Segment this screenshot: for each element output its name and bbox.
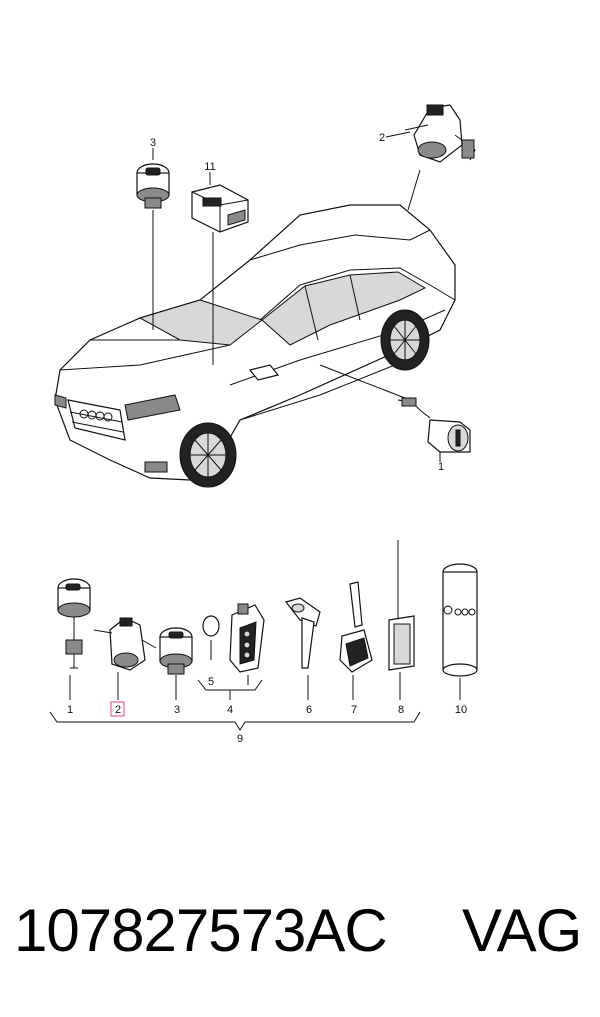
bottom-parts-row bbox=[49, 540, 478, 731]
callout-bottom-7: 7 bbox=[351, 704, 357, 716]
top-callouts: 3 11 2 1 bbox=[150, 132, 444, 473]
callout-bottom-6: 6 bbox=[306, 704, 312, 716]
callout-top-2: 2 bbox=[379, 132, 385, 144]
callout-bottom-2: 2 bbox=[115, 704, 121, 716]
top-part-1-door-lock bbox=[397, 397, 471, 453]
group-bracket-9 bbox=[49, 711, 421, 731]
callout-bottom-5: 5 bbox=[208, 676, 214, 688]
callout-bottom-10: 10 bbox=[455, 704, 467, 716]
bottom-part-3 bbox=[159, 627, 193, 700]
bottom-part-2 bbox=[93, 617, 157, 700]
part-number: 107827573AC bbox=[14, 897, 388, 964]
bottom-part-7-folding-key bbox=[339, 581, 373, 700]
bottom-part-4-key-fob bbox=[197, 603, 265, 700]
top-part-3-lock-cylinder bbox=[136, 163, 170, 209]
bottom-part-5-battery bbox=[202, 615, 220, 660]
bottom-part-8-transponder bbox=[388, 540, 415, 700]
bottom-part-6-emergency-key bbox=[284, 597, 321, 700]
callout-top-11: 11 bbox=[204, 161, 215, 173]
bottom-callouts: 1 2 3 5 4 6 7 8 10 9 bbox=[67, 676, 467, 745]
callout-bottom-1: 1 bbox=[67, 704, 73, 716]
bottom-part-10-grease-tube bbox=[442, 563, 478, 700]
callout-bottom-4: 4 bbox=[227, 704, 233, 716]
callout-bottom-3: 3 bbox=[174, 704, 180, 716]
callout-bottom-9: 9 bbox=[237, 733, 243, 745]
top-leader-lines bbox=[152, 131, 441, 462]
highlight-box bbox=[110, 701, 125, 717]
sedan-illustration bbox=[54, 204, 456, 488]
top-part-11-control-unit bbox=[191, 184, 249, 233]
callout-bottom-8: 8 bbox=[398, 704, 404, 716]
callout-top-1: 1 bbox=[438, 461, 444, 473]
callout-top-3: 3 bbox=[150, 137, 156, 149]
brand-name: VAG bbox=[462, 897, 582, 964]
bottom-part-1 bbox=[57, 578, 91, 700]
top-part-2-ignition-switch bbox=[404, 104, 476, 163]
